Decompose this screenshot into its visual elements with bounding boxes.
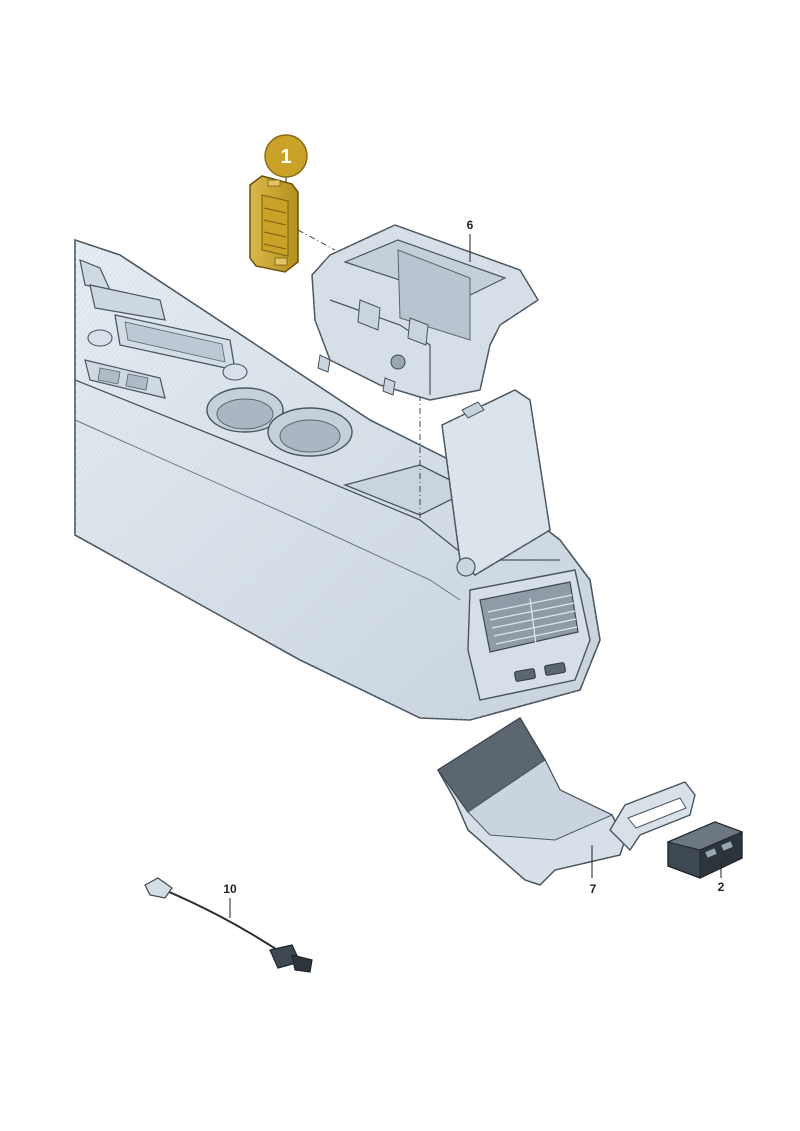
- callout-number-1: 1: [280, 146, 291, 168]
- callout-6[interactable]: 6: [467, 218, 474, 262]
- callout-7[interactable]: 7: [590, 845, 597, 896]
- callout-10[interactable]: 10: [223, 882, 237, 918]
- center-console: [74, 238, 601, 721]
- callout-badge-1[interactable]: 1: [264, 134, 308, 182]
- assembly-lines: [297, 229, 421, 520]
- callout-2[interactable]: 2: [718, 862, 725, 894]
- highlighted-module[interactable]: [249, 175, 299, 273]
- callout-number-7: 7: [590, 882, 597, 896]
- bracket-housing: [311, 224, 540, 401]
- usb-cable: [144, 877, 313, 973]
- callout-number-2: 2: [718, 880, 725, 894]
- usb-module: [666, 821, 744, 879]
- callout-number-6: 6: [467, 218, 474, 232]
- callout-number-10: 10: [223, 882, 237, 896]
- cover-panel: [436, 716, 696, 886]
